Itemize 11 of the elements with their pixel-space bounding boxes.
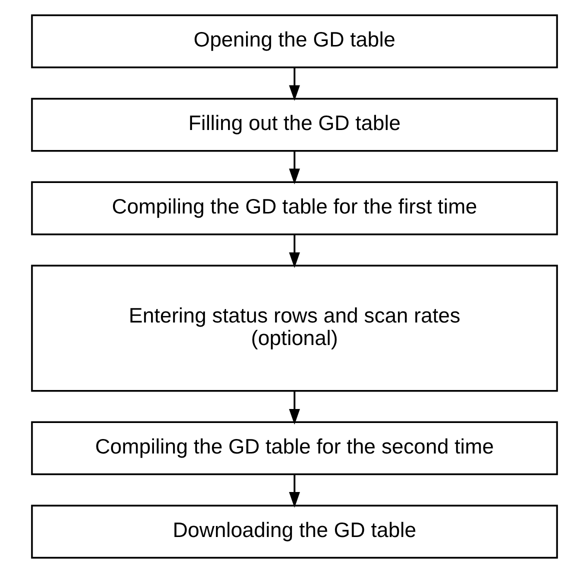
arrow (288, 68, 300, 101)
node-box: Downloading the GD table (30, 504, 558, 559)
arrow (288, 150, 300, 184)
node-box: Compiling the GD table for the first time (30, 181, 558, 236)
arrow (288, 234, 300, 268)
arrow (288, 390, 300, 425)
node-box: Filling out the GD table (30, 98, 558, 152)
node-box: Compiling the GD table for the second time (30, 421, 558, 476)
arrow (288, 474, 300, 508)
node-box: Entering status rows and scan rates (optional) (30, 264, 558, 392)
node-box: Opening the GD table (30, 14, 558, 68)
